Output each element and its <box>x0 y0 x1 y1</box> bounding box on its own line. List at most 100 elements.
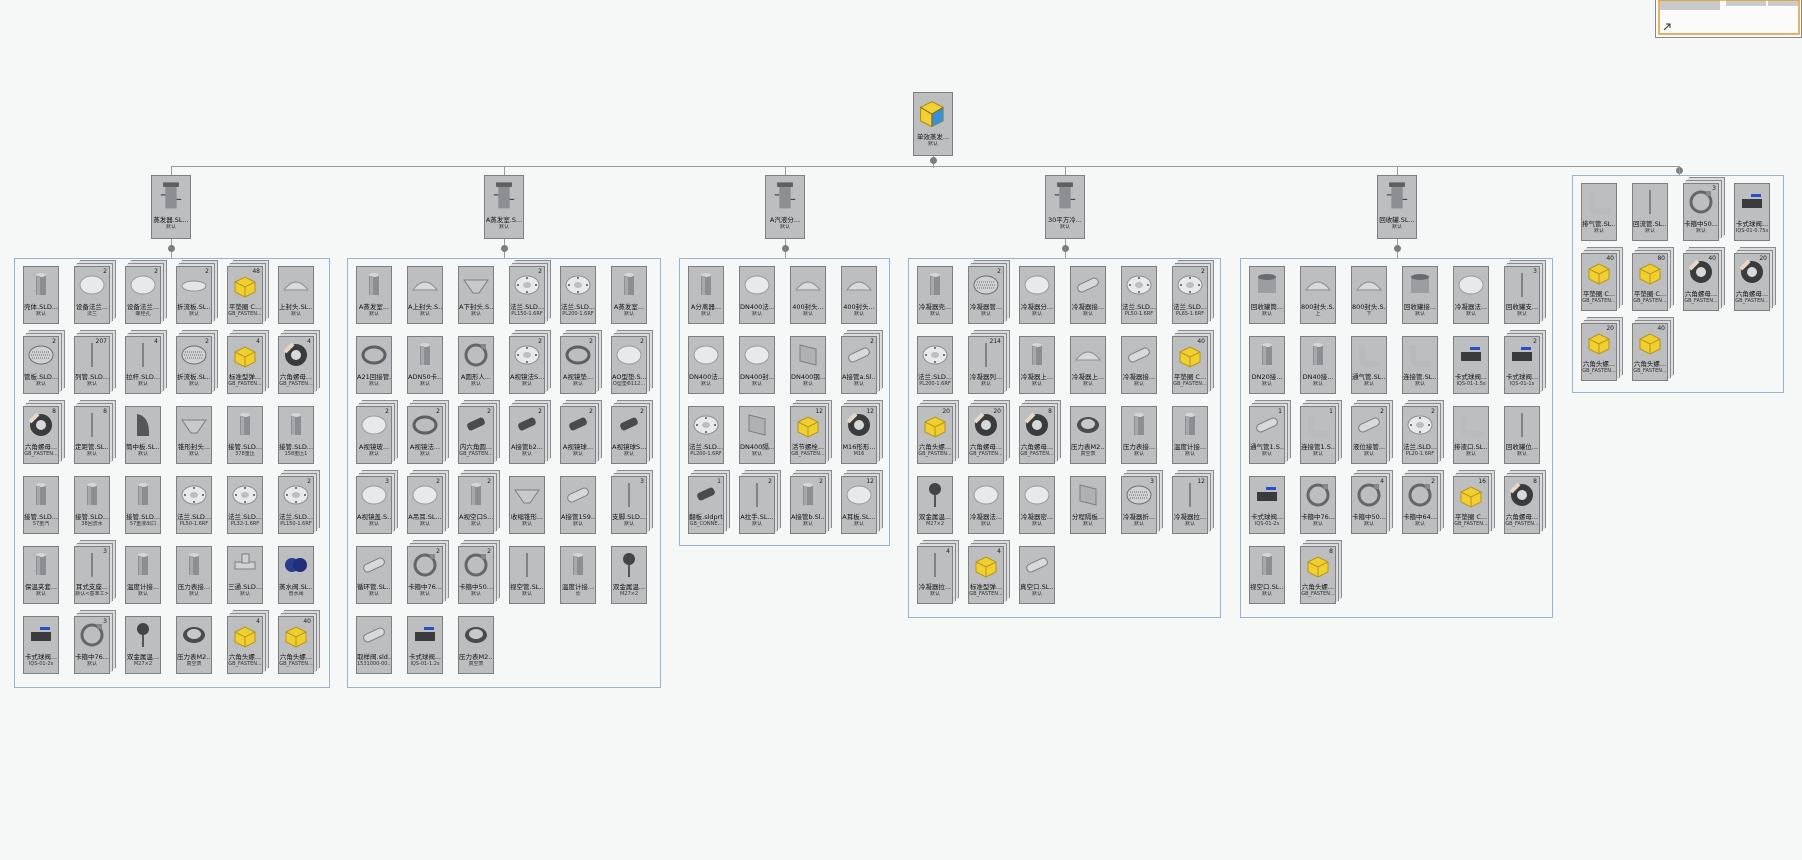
part-node[interactable]: 通气管.SL...默认 <box>1351 336 1387 394</box>
part-node[interactable]: 平垫圈 C...GB_FASTEN...48 <box>227 266 263 324</box>
part-node[interactable]: 标准型弹...GB_FASTEN...4 <box>227 336 263 394</box>
part-node[interactable]: 回收罐筒...默认 <box>1249 266 1285 324</box>
part-node[interactable]: 温度计接...长 <box>560 546 596 604</box>
part-node[interactable]: 回收罐.SL...默认 <box>1377 175 1417 239</box>
part-node[interactable]: 卡式球阀...IQS-01-2s <box>23 616 59 674</box>
part-node[interactable]: 接管.SLD...158重压1 <box>278 406 314 464</box>
part-node[interactable]: 排液口.SL...默认 <box>1453 406 1489 464</box>
part-node[interactable]: 压力表接...默认 <box>1121 406 1157 464</box>
part-node[interactable]: A蒸发室...默认 <box>356 266 392 324</box>
part-node[interactable]: 六角螺母...GB_FASTEN...20 <box>968 406 1004 464</box>
part-node[interactable]: 六角头螺...GB_FASTEN...40 <box>278 616 314 674</box>
part-node[interactable]: 800封头.S...上 <box>1300 266 1336 324</box>
part-node[interactable]: 接管.SLD...378重压 <box>227 406 263 464</box>
part-node[interactable]: 法兰.SLD...PL200-1.6RF <box>560 266 596 324</box>
part-node[interactable]: 平垫圈 C...GB_FASTEN...40 <box>1581 253 1617 311</box>
part-node[interactable]: 压力表M2...真空表 <box>1070 406 1106 464</box>
part-node[interactable]: 回收罐接...默认 <box>1402 266 1438 324</box>
part-node[interactable]: 耳式支座...默认<基准工>3 <box>74 546 110 604</box>
part-node[interactable]: 单效蒸发...默认 <box>913 92 953 156</box>
part-node[interactable]: ADN50卡...默认 <box>407 336 443 394</box>
part-node[interactable]: 400封头...默认 <box>841 266 877 324</box>
part-node[interactable]: 活节螺栓...GB_FASTEN...12 <box>790 406 826 464</box>
part-node[interactable]: A蒸发室.S...默认 <box>484 175 524 239</box>
part-node[interactable]: 压力表M2...真空表 <box>458 616 494 674</box>
part-node[interactable]: 六角头螺...GB_FASTEN...4 <box>227 616 263 674</box>
part-node[interactable]: 内六角圆...GB_FASTEN...2 <box>458 406 494 464</box>
part-node[interactable]: 冷凝器分...默认 <box>1019 266 1055 324</box>
part-node[interactable]: 取样阀.sld...1531000-00... <box>356 616 392 674</box>
expand-collapse-handle[interactable] <box>168 245 175 252</box>
part-node[interactable]: 六角头螺...GB_FASTEN...20 <box>1581 323 1617 381</box>
part-node[interactable]: A蒸发室...默认 <box>611 266 647 324</box>
part-node[interactable]: 接管.SLD...57重汽 <box>23 476 59 534</box>
part-node[interactable]: 视空管.SL...默认 <box>509 546 545 604</box>
part-node[interactable]: DN400法...默认 <box>739 266 775 324</box>
part-node[interactable]: 平垫圈 C...GB_FASTEN...40 <box>1172 336 1208 394</box>
part-node[interactable]: 六角螺母...GB_FASTEN...8 <box>23 406 59 464</box>
part-node[interactable]: DN40接...默认 <box>1300 336 1336 394</box>
part-node[interactable]: 双金属温...M27×2 <box>917 476 953 534</box>
part-node[interactable]: 卡式球阀...IQS-01-0.75s <box>1734 183 1770 241</box>
part-node[interactable]: 视空口.SL...默认 <box>1249 546 1285 604</box>
part-node[interactable]: 六角头螺...GB_FASTEN...40 <box>1632 323 1668 381</box>
part-node[interactable]: 温度计接...默认 <box>125 546 161 604</box>
part-node[interactable]: 冷凝器密...默认 <box>1019 476 1055 534</box>
expand-collapse-handle[interactable] <box>501 245 508 252</box>
part-node[interactable]: DN400封...默认 <box>739 336 775 394</box>
part-node[interactable]: DN400法...默认 <box>688 336 724 394</box>
part-node[interactable]: 回收罐位...默认 <box>1504 406 1540 464</box>
expand-collapse-handle[interactable] <box>930 157 937 164</box>
part-node[interactable]: 六角螺母...GB_FASTEN...8 <box>1504 476 1540 534</box>
part-node[interactable]: 收缩锥形...默认 <box>509 476 545 534</box>
part-node[interactable]: 真空口.SL...默认 <box>1019 546 1055 604</box>
part-node[interactable]: 六角螺母...GB_FASTEN...4 <box>278 336 314 394</box>
part-node[interactable]: 排气管.SL...默认 <box>1581 183 1617 241</box>
part-node[interactable]: A下封头.S...默认 <box>458 266 494 324</box>
part-node[interactable]: 六角头螺...GB_FASTEN...8 <box>1300 546 1336 604</box>
part-node[interactable]: 法兰.SLD...PL50-1.6RF <box>1121 266 1157 324</box>
part-node[interactable]: 分程隔板...默认 <box>1070 476 1106 534</box>
part-node[interactable]: 冷凝器接...默认 <box>1070 266 1106 324</box>
part-node[interactable]: 接管.SLD...38回流水 <box>74 476 110 534</box>
part-node[interactable]: 锥形封头...默认 <box>176 406 212 464</box>
expand-collapse-handle[interactable] <box>1394 245 1401 252</box>
part-node[interactable]: 法兰.SLD...PL200-1.6RF <box>917 336 953 394</box>
part-node[interactable]: 冷凝器法...默认 <box>1453 266 1489 324</box>
expand-collapse-handle[interactable] <box>1062 245 1069 252</box>
part-node[interactable]: 连接管.SL...默认 <box>1402 336 1438 394</box>
part-node[interactable]: 法兰.SLD...PL50-1.6RF <box>176 476 212 534</box>
part-node[interactable]: 法兰.SLD...PL32-1.6RF <box>227 476 263 534</box>
part-node[interactable]: 六角螺母...GB_FASTEN...40 <box>1683 253 1719 311</box>
part-node[interactable]: A汽液分...默认 <box>765 175 805 239</box>
part-node[interactable]: A接管159...默认 <box>560 476 596 534</box>
part-node[interactable]: 卡式球阀...IQS-01-1.2s <box>407 616 443 674</box>
part-node[interactable]: 蒸水阀.SL...普水阀 <box>278 546 314 604</box>
part-node[interactable]: 压力表接...默认 <box>176 546 212 604</box>
